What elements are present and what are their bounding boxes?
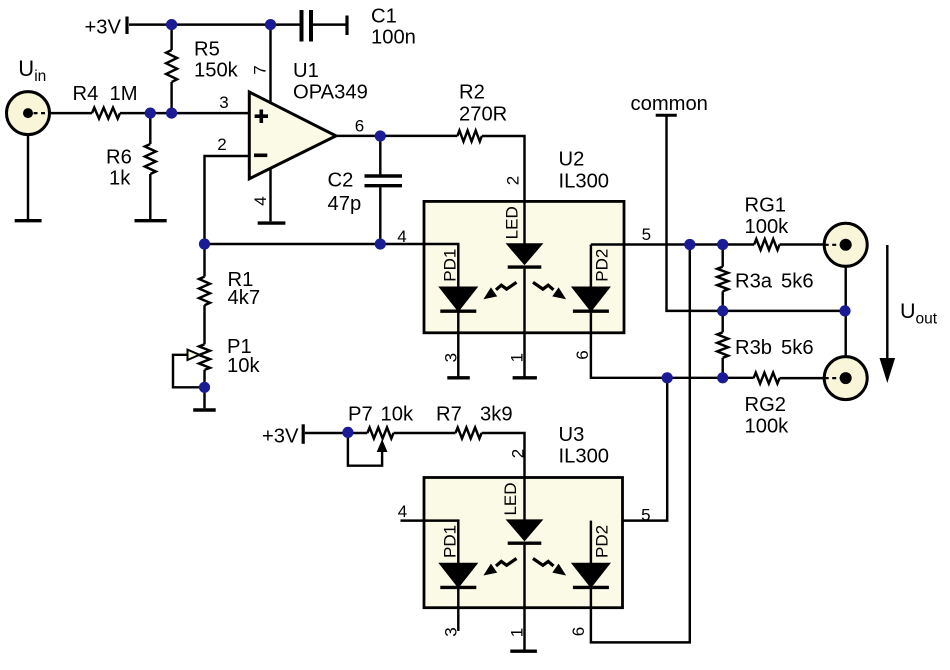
svg-text:2: 2 <box>509 449 528 458</box>
svg-text:U3: U3 <box>559 424 585 446</box>
svg-text:1: 1 <box>508 628 527 637</box>
svg-text:+3V: +3V <box>85 17 122 39</box>
svg-text:PD2: PD2 <box>593 525 612 558</box>
svg-text:4k7: 4k7 <box>228 287 261 309</box>
svg-text:R3a: R3a <box>735 270 773 292</box>
svg-text:3k9: 3k9 <box>480 404 513 426</box>
svg-text:IL300: IL300 <box>559 171 610 193</box>
svg-text:6: 6 <box>573 350 592 359</box>
svg-text:LED: LED <box>501 482 520 515</box>
svg-text:OPA349: OPA349 <box>293 82 368 104</box>
svg-text:3: 3 <box>219 93 228 112</box>
svg-text:100k: 100k <box>745 416 790 438</box>
svg-text:RG2: RG2 <box>745 394 787 416</box>
svg-text:R5: R5 <box>194 39 220 61</box>
svg-text:1: 1 <box>508 353 527 362</box>
svg-text:4: 4 <box>397 227 406 246</box>
svg-text:PD1: PD1 <box>440 525 459 558</box>
svg-text:common: common <box>631 93 708 115</box>
svg-text:R2: R2 <box>459 82 485 104</box>
svg-text:R1: R1 <box>228 269 254 291</box>
svg-text:R6: R6 <box>106 147 132 169</box>
svg-text:R3b: R3b <box>735 337 772 359</box>
svg-text:U2: U2 <box>559 149 585 171</box>
svg-text:1k: 1k <box>109 168 131 190</box>
svg-text:5k6: 5k6 <box>781 337 814 359</box>
svg-text:100k: 100k <box>745 216 790 238</box>
svg-text:P7: P7 <box>348 404 373 426</box>
svg-text:P1: P1 <box>227 336 252 358</box>
svg-text:7: 7 <box>251 65 270 74</box>
svg-text:4: 4 <box>251 196 270 205</box>
svg-text:LED: LED <box>503 206 522 239</box>
svg-text:IL300: IL300 <box>559 445 610 467</box>
svg-text:R7: R7 <box>436 404 462 426</box>
svg-text:10k: 10k <box>227 355 260 377</box>
svg-text:R4: R4 <box>73 83 99 105</box>
svg-text:PD1: PD1 <box>440 249 459 282</box>
svg-text:10k: 10k <box>381 404 414 426</box>
svg-text:47p: 47p <box>328 193 362 215</box>
svg-text:5k6: 5k6 <box>781 270 814 292</box>
svg-text:3: 3 <box>442 627 461 636</box>
svg-text:PD2: PD2 <box>593 249 612 282</box>
svg-text:2: 2 <box>217 135 226 154</box>
svg-text:1M: 1M <box>110 83 138 105</box>
svg-text:100n: 100n <box>371 27 416 49</box>
svg-text:+3V: +3V <box>262 426 299 448</box>
svg-text:C2: C2 <box>328 170 354 192</box>
svg-text:RG1: RG1 <box>745 195 787 217</box>
svg-text:U1: U1 <box>293 60 319 82</box>
svg-text:5: 5 <box>642 225 651 244</box>
svg-text:3: 3 <box>442 353 461 362</box>
svg-text:5: 5 <box>641 506 650 525</box>
svg-text:4: 4 <box>398 502 407 521</box>
svg-text:6: 6 <box>569 627 588 636</box>
svg-text:6: 6 <box>355 117 364 136</box>
svg-text:150k: 150k <box>194 60 239 82</box>
svg-text:270R: 270R <box>459 104 507 126</box>
svg-text:2: 2 <box>504 176 523 185</box>
svg-text:C1: C1 <box>371 6 397 28</box>
